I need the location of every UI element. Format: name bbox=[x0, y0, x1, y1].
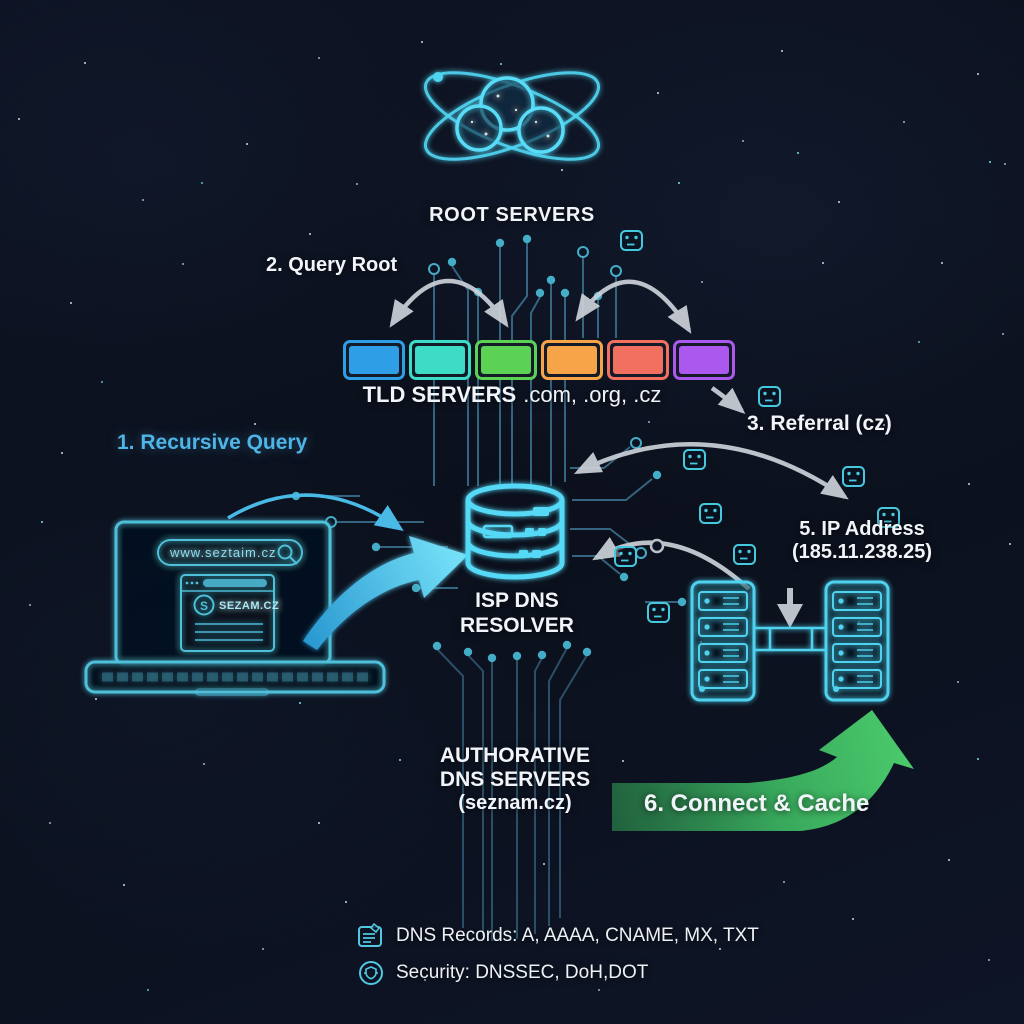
resolver-line1: ISP DNS bbox=[475, 589, 559, 612]
tld-server-box-org bbox=[475, 340, 537, 380]
tld-label-bold: TLD SERVERS bbox=[362, 382, 517, 407]
authoritative-servers-label: AUTHORATIVE DNS SERVERS (seznam.cz) bbox=[440, 744, 590, 815]
browser-search-bar: www.seztaim.cz bbox=[157, 539, 303, 566]
step1-recursive-query-label: 1. Recursive Query bbox=[117, 431, 308, 454]
tld-box-fill bbox=[613, 346, 663, 374]
authoritative-line2: DNS SERVERS bbox=[439, 767, 591, 791]
tld-server-box-net bbox=[409, 340, 471, 380]
site-logo-letter: S bbox=[200, 599, 208, 613]
site-logo-circle bbox=[193, 594, 215, 616]
legend: DNS Records: A, AAAA, CNAME, MX, TXT Sec… bbox=[356, 921, 759, 988]
tld-box-fill bbox=[415, 346, 465, 374]
security-shield-icon bbox=[359, 961, 383, 985]
step3-referral-label: 3. Referral (cz) bbox=[747, 412, 892, 435]
dns-flow-arrows bbox=[389, 278, 849, 628]
isp-resolver-database-icon bbox=[465, 483, 565, 580]
authoritative-response-arc bbox=[592, 536, 751, 591]
tld-server-box-info bbox=[607, 340, 669, 380]
query-root-arc-right bbox=[575, 279, 692, 334]
laptop-icon: www.seztaim.cz S SEZAM.CZ bbox=[84, 520, 386, 696]
tld-server-box-com bbox=[343, 340, 405, 380]
dns-records-icon bbox=[358, 922, 382, 947]
legend-security-row: Security: DNSSEC, DoH,DOT bbox=[356, 958, 759, 988]
tld-box-fill bbox=[349, 346, 399, 374]
browser-window: S SEZAM.CZ bbox=[180, 574, 279, 652]
referral-arrow bbox=[710, 386, 746, 414]
tld-box-fill bbox=[679, 346, 729, 374]
server-link bbox=[754, 626, 826, 652]
authoritative-line3: (seznam.cz) bbox=[458, 791, 572, 814]
resolver-line2: RESOLVER bbox=[460, 614, 574, 638]
site-name-text: SEZAM.CZ bbox=[219, 600, 279, 612]
legend-dns-records-row: DNS Records: A, AAAA, CNAME, MX, TXT bbox=[356, 921, 759, 951]
tld-server-box-io bbox=[541, 340, 603, 380]
referral-to-resolver-arc bbox=[573, 442, 849, 500]
search-url-text: www.seztaim.cz bbox=[169, 545, 276, 560]
tld-domains: .com, .org, .cz bbox=[523, 382, 662, 407]
tld-servers-label: TLD SERVERS.com, .org, .cz bbox=[363, 382, 662, 408]
step2-query-root-label: 2. Query Root bbox=[266, 254, 398, 276]
authoritative-line1: AUTHORATIVE bbox=[439, 744, 591, 767]
recursive-query-arc bbox=[227, 493, 404, 531]
isp-resolver-label: ISP DNS RESOLVER bbox=[460, 588, 574, 638]
tower-link-arrow-head bbox=[777, 604, 803, 628]
step5-ip-address-label: 5. IP Address (185.11.238.25) bbox=[792, 518, 932, 564]
tld-box-fill bbox=[547, 346, 597, 374]
root-servers-label: ROOT SERVERS bbox=[429, 204, 595, 226]
query-root-arc-left bbox=[389, 278, 509, 328]
tld-server-box-cz bbox=[673, 340, 735, 380]
ip-address-line2: (185.11.238.25) bbox=[791, 541, 933, 563]
query-swoosh-arrow bbox=[303, 536, 468, 650]
tld-box-fill bbox=[481, 346, 531, 374]
tld-servers-row bbox=[343, 340, 735, 380]
connect-cache-arrow bbox=[612, 710, 914, 831]
root-servers-icon bbox=[423, 71, 601, 161]
step6-connect-cache-label: 6. Connect & Cache bbox=[644, 790, 870, 817]
legend-dns-records-text: DNS Records: A, AAAA, CNAME, MX, TXT bbox=[396, 925, 759, 946]
legend-security-text: Security: DNSSEC, DoH,DOT bbox=[396, 962, 649, 983]
authoritative-servers-icon bbox=[690, 580, 890, 702]
ip-address-line1: 5. IP Address bbox=[799, 518, 925, 540]
search-icon bbox=[277, 544, 298, 565]
